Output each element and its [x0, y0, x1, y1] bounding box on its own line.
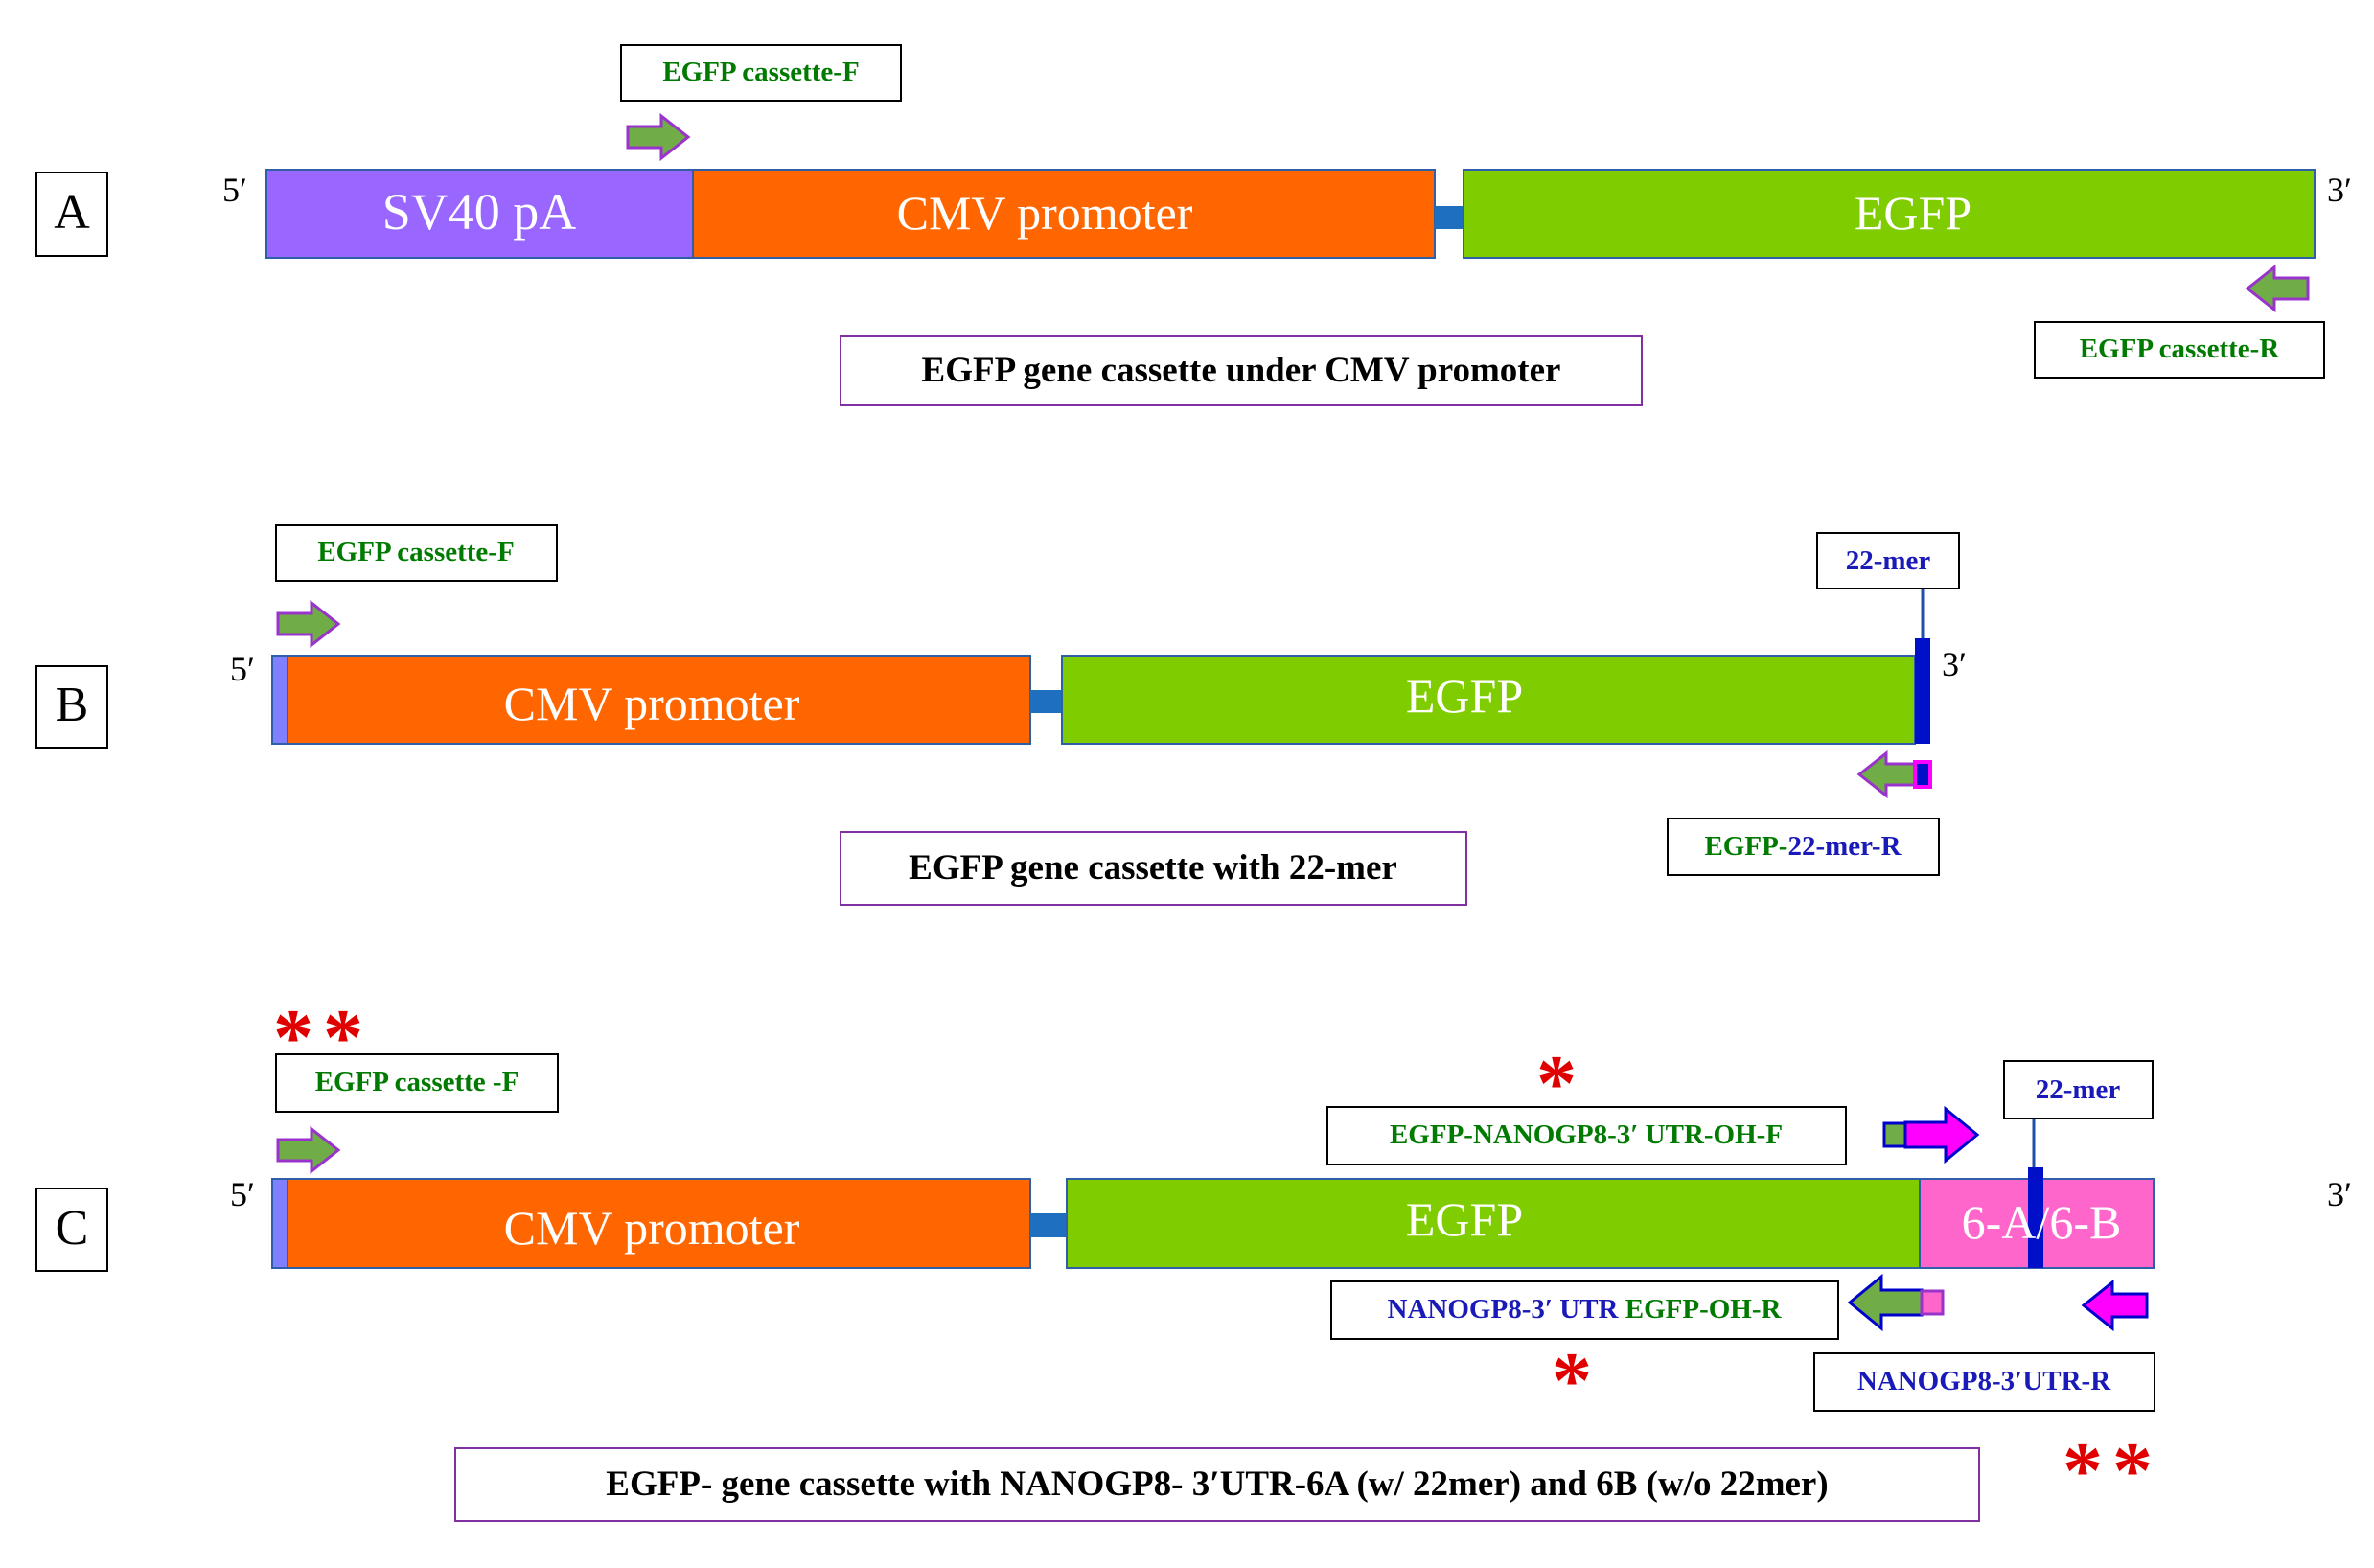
panel-b-reverse-arrow-icon: [1856, 749, 1917, 799]
panel-b-letter-box: [35, 665, 108, 749]
panel-c-forward-arrow-icon: [276, 1125, 341, 1175]
panel-c-primer-oh-f-prefix: EGFP-: [1390, 1119, 1473, 1150]
panel-c-5prime-cap: [271, 1178, 288, 1269]
panel-a-five-prime: 5′: [222, 171, 247, 209]
panel-a-primer-f-box: [620, 44, 902, 102]
panel-c-primer-f-box: [275, 1053, 559, 1113]
panel-c-primer-f-label: EGFP cassette -F: [315, 1067, 519, 1097]
panel-c-cmv-label: CMV promoter: [504, 1201, 800, 1255]
panel-c-oh-r-arrow-icon: [1847, 1273, 1924, 1332]
panel-c-five-prime: 5′: [230, 1175, 255, 1213]
panel-c-utr-r-arrow-icon: [2081, 1279, 2149, 1332]
panel-a-letter-box: [35, 172, 108, 257]
panel-a-primer-f-label: EGFP cassette-F: [662, 57, 859, 87]
panel-c-caption-box: [454, 1447, 1980, 1522]
panel-b-5prime-cap: [271, 655, 288, 745]
panel-c-egfp-segment: [1066, 1178, 1921, 1269]
panel-b-primer-f-label: EGFP cassette-F: [317, 537, 514, 567]
panel-c-22mer-label: 22-mer: [2036, 1074, 2121, 1105]
panel-c-primer-oh-r-prefix: NANOGP8-3′ UTR: [1388, 1294, 1625, 1325]
panel-b-cmv-label: CMV promoter: [504, 677, 800, 730]
panel-b-primer-f-box: [275, 524, 558, 582]
panel-a-caption: EGFP gene cassette under CMV promoter: [922, 351, 1561, 390]
panel-b-22mer-label: 22-mer: [1846, 545, 1931, 576]
panel-b-22mer-block: [1915, 638, 1930, 744]
panel-b-primer-r-label: EGFP-22-mer-R: [1704, 831, 1902, 862]
panel-b-reverse-arrow-tail: [1913, 760, 1932, 789]
panel-a-linker: [1435, 206, 1464, 229]
panel-c-three-prime: 3′: [2327, 1175, 2352, 1213]
panel-a-primer-r-label: EGFP cassette-R: [2080, 334, 2281, 364]
panel-c-letter: C: [56, 1201, 89, 1256]
panel-b-caption-box: [840, 831, 1467, 906]
panel-a-cmv-segment: [692, 169, 1436, 259]
panel-b-22mer-box: [1816, 532, 1960, 589]
panel-a-three-prime: 3′: [2327, 171, 2352, 209]
panel-b-primer-r-mer: 22-mer-R: [1787, 831, 1902, 862]
panel-c-primer-oh-f-label: EGFP-NANOGP8-3′ UTR-OH-F: [1390, 1119, 1783, 1150]
panel-c-primer-oh-r-suffix: EGFP-OH-R: [1625, 1294, 1783, 1325]
panel-b-five-prime: 5′: [230, 650, 255, 688]
panel-c-primer-oh-r-label: NANOGP8-3′ UTR EGFP-OH-R: [1388, 1294, 1783, 1325]
panel-c-22mer-block: [2028, 1167, 2043, 1268]
panel-a-cmv-label: CMV promoter: [897, 186, 1193, 240]
panel-c-egfp-label: EGFP: [1406, 1192, 1523, 1246]
panel-c-primer-utr-r-box: [1813, 1352, 2155, 1412]
panel-c-utr-label: 6-A/6-B: [1962, 1195, 2122, 1249]
panel-a-forward-arrow-icon: [626, 112, 691, 162]
panel-c-single-star-bottom-icon: *: [1552, 1336, 1592, 1425]
panel-b: B EGFP cassette-F 5′ 3′ CMV promoter EGF…: [35, 524, 1967, 906]
panel-b-cmv-segment: [287, 655, 1031, 745]
panel-a-egfp-segment: [1463, 169, 2316, 259]
panel-b-caption: EGFP gene cassette with 22-mer: [909, 848, 1397, 888]
panel-b-egfp-label: EGFP: [1406, 669, 1523, 723]
panel-a-caption-box: [840, 335, 1643, 406]
panel-a-letter: A: [54, 185, 90, 240]
panel-c-primer-oh-r-box: [1330, 1280, 1839, 1340]
panel-c: C ** EGFP cassette -F 5′ 3′ CMV promoter…: [35, 993, 2352, 1522]
panel-c-primer-oh-f-suffix: NANOGP8-3′ UTR-OH-F: [1473, 1119, 1783, 1150]
panel-b-forward-arrow-icon: [276, 599, 341, 649]
panel-b-letter: B: [56, 678, 89, 732]
panel-c-primer-oh-f-box: [1326, 1106, 1847, 1165]
panel-b-primer-r-prefix: EGFP-: [1704, 831, 1787, 862]
panel-c-double-star-bottom-icon: **: [2063, 1426, 2162, 1515]
panel-a-reverse-arrow-icon: [2245, 264, 2310, 313]
panel-c-22mer-box: [2003, 1060, 2154, 1119]
panel-c-primer-utr-r-label: NANOGP8-3′UTR-R: [1857, 1366, 2111, 1396]
panel-a-primer-r-box: [2034, 321, 2325, 379]
panel-c-oh-f-arrow-icon: [1903, 1105, 1980, 1164]
panel-a: A 5′ 3′ SV40 pA CMV promoter EGFP EGFP c…: [35, 44, 2352, 406]
panel-a-sv40-label: SV40 pA: [382, 183, 577, 241]
panel-c-letter-box: [35, 1188, 108, 1272]
panel-b-primer-r-box: [1667, 818, 1940, 876]
panel-c-oh-f-tail: [1882, 1121, 1907, 1148]
panel-a-sv40-segment: [265, 169, 694, 259]
panel-c-caption: EGFP- gene cassette with NANOGP8- 3′UTR-…: [606, 1464, 1828, 1504]
panel-a-egfp-label: EGFP: [1855, 186, 1971, 240]
panel-c-linker: [1030, 1213, 1067, 1237]
panel-c-oh-r-tail: [1920, 1289, 1945, 1316]
panel-b-three-prime: 3′: [1942, 645, 1967, 683]
panel-b-linker: [1030, 690, 1062, 713]
